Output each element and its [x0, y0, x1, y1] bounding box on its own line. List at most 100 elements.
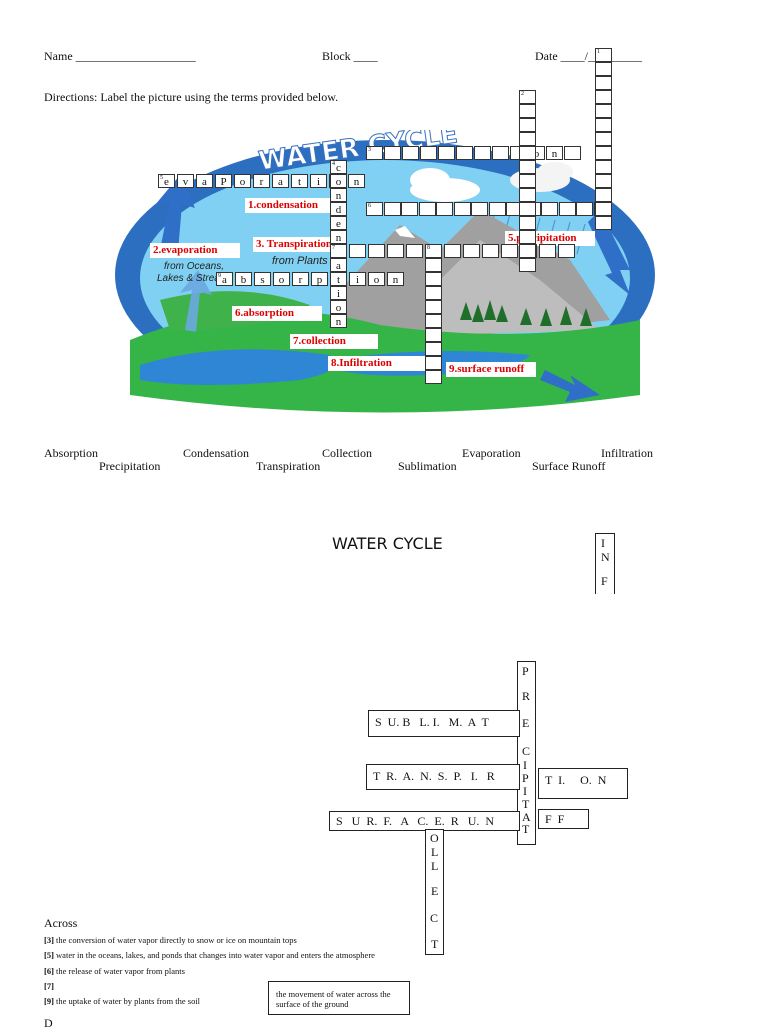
- crossword-cell[interactable]: [444, 244, 461, 258]
- crossword-cell[interactable]: [564, 146, 581, 160]
- crossword-cell[interactable]: i: [330, 286, 347, 300]
- crossword-cell[interactable]: [425, 342, 442, 356]
- crossword-cell[interactable]: [456, 146, 473, 160]
- crossword-cell[interactable]: 7: [330, 244, 347, 258]
- crossword-cell[interactable]: [595, 104, 612, 118]
- crossword-cell[interactable]: [402, 146, 419, 160]
- crossword-cell[interactable]: [519, 104, 536, 118]
- crossword-cell[interactable]: d: [330, 202, 347, 216]
- crossword-cell[interactable]: t: [330, 272, 347, 286]
- crossword-cell[interactable]: [595, 132, 612, 146]
- label-infiltration: 8.Infiltration: [328, 356, 426, 371]
- crossword-cell[interactable]: a: [272, 174, 289, 188]
- crossword-cell[interactable]: [519, 258, 536, 272]
- crossword-cell[interactable]: [519, 118, 536, 132]
- crossword-cell[interactable]: [453, 202, 471, 216]
- crossword-cell[interactable]: 3: [366, 146, 383, 160]
- crossword-cell[interactable]: [425, 356, 442, 370]
- crossword-cell[interactable]: t: [291, 174, 308, 188]
- crossword-cell[interactable]: [425, 328, 442, 342]
- crossword-cell[interactable]: [558, 244, 575, 258]
- crossword-cell[interactable]: n: [348, 174, 365, 188]
- crossword-cell[interactable]: [384, 146, 401, 160]
- crossword-cell[interactable]: [595, 216, 612, 230]
- crossword-cell[interactable]: [595, 174, 612, 188]
- crossword-cell[interactable]: [519, 146, 536, 160]
- crossword-cell[interactable]: [383, 202, 401, 216]
- crossword-cell[interactable]: r: [292, 272, 309, 286]
- crossword-cell[interactable]: 2: [519, 90, 536, 104]
- crossword-cell[interactable]: [425, 258, 442, 272]
- crossword-cell[interactable]: [501, 244, 518, 258]
- crossword-cell[interactable]: [595, 160, 612, 174]
- crossword-cell[interactable]: [368, 244, 385, 258]
- crossword-cell[interactable]: [418, 202, 436, 216]
- crossword-cell[interactable]: [519, 174, 536, 188]
- crossword-cell[interactable]: P: [215, 174, 232, 188]
- crossword-cell[interactable]: [519, 244, 536, 258]
- crossword-cell[interactable]: [539, 244, 556, 258]
- crossword-cell[interactable]: n: [387, 272, 404, 286]
- crossword-cell[interactable]: [558, 202, 576, 216]
- crossword-cell[interactable]: [420, 146, 437, 160]
- crossword-cell[interactable]: o: [330, 300, 347, 314]
- crossword-cell[interactable]: [463, 244, 480, 258]
- crossword-cell[interactable]: [425, 370, 442, 384]
- crossword-cell[interactable]: [436, 202, 453, 216]
- crossword-cell[interactable]: [425, 286, 442, 300]
- crossword-cell[interactable]: [406, 244, 423, 258]
- crossword-cell[interactable]: [595, 202, 612, 216]
- crossword-cell[interactable]: o: [368, 272, 385, 286]
- crossword-cell[interactable]: [519, 132, 536, 146]
- crossword-cell[interactable]: i: [310, 174, 327, 188]
- crossword-cell[interactable]: [425, 314, 442, 328]
- crossword-cell[interactable]: [595, 118, 612, 132]
- crossword-cell[interactable]: [576, 202, 593, 216]
- crossword-cell[interactable]: [519, 230, 536, 244]
- crossword-cell[interactable]: [474, 146, 491, 160]
- crossword-cell[interactable]: a: [330, 258, 347, 272]
- crossword-cell[interactable]: [425, 272, 442, 286]
- crossword-cell[interactable]: [482, 244, 499, 258]
- crossword-cell[interactable]: o: [273, 272, 290, 286]
- crossword-cell[interactable]: n: [546, 146, 563, 160]
- crossword-cell[interactable]: i: [349, 272, 366, 286]
- crossword-cell[interactable]: v: [177, 174, 194, 188]
- crossword-cell[interactable]: [595, 76, 612, 90]
- crossword-cell[interactable]: [438, 146, 455, 160]
- crossword-cell[interactable]: a: [196, 174, 213, 188]
- crossword-cell[interactable]: n: [330, 230, 347, 244]
- crossword-cell[interactable]: [519, 216, 536, 230]
- crossword-cell[interactable]: n: [330, 188, 347, 202]
- crossword-cell[interactable]: n: [330, 314, 347, 328]
- crossword-cell[interactable]: [471, 202, 488, 216]
- crossword-cell[interactable]: o: [330, 174, 347, 188]
- crossword-cell[interactable]: [425, 300, 442, 314]
- crossword-cell[interactable]: b: [235, 272, 252, 286]
- block-field: Block ____: [322, 49, 378, 63]
- crossword-cell[interactable]: [595, 188, 612, 202]
- crossword-cell[interactable]: o: [234, 174, 251, 188]
- crossword-cell[interactable]: [595, 146, 612, 160]
- crossword-cell[interactable]: [541, 202, 558, 216]
- crossword-cell[interactable]: [519, 202, 536, 216]
- crossword-cell[interactable]: [519, 160, 536, 174]
- crossword-cell[interactable]: [519, 188, 536, 202]
- crossword-cell[interactable]: 1: [595, 48, 612, 62]
- crossword-cell[interactable]: s: [254, 272, 271, 286]
- crossword-cell[interactable]: [387, 244, 404, 258]
- crossword-cell[interactable]: [492, 146, 509, 160]
- crossword-cell[interactable]: [595, 62, 612, 76]
- crossword-cell[interactable]: p: [311, 272, 328, 286]
- crossword-cell[interactable]: [349, 244, 366, 258]
- crossword-cell[interactable]: r: [253, 174, 270, 188]
- crossword-cell[interactable]: [488, 202, 506, 216]
- crossword-cell[interactable]: e: [330, 216, 347, 230]
- crossword-cell[interactable]: [595, 90, 612, 104]
- crossword-cell[interactable]: 8: [425, 244, 442, 258]
- crossword-cell[interactable]: [401, 202, 418, 216]
- crossword-cell[interactable]: 6: [366, 202, 383, 216]
